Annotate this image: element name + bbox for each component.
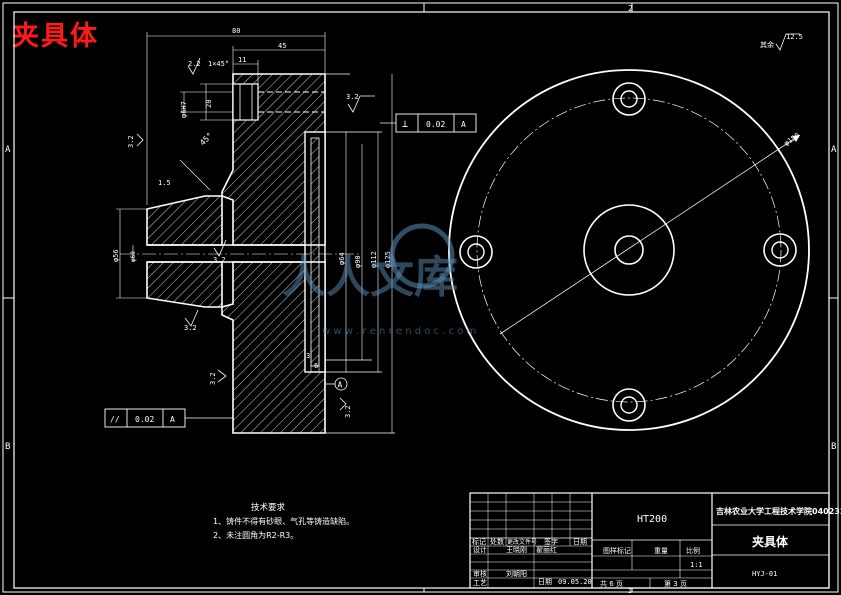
dim-2-2: 2.2 (188, 60, 201, 68)
roughness-3-2-face: 3.2 (209, 372, 217, 385)
bolt-hole-bottom-outer (612, 388, 646, 422)
title-block-sheets: 共 6 页 (600, 579, 623, 588)
gdt-datum-parallel: A (170, 415, 175, 424)
bolt-hole-bottom-inner (620, 396, 638, 414)
dim-phi64: φ64 (338, 252, 346, 265)
dim-20: 20 (205, 100, 213, 108)
bolt-hole-left-inner (467, 243, 485, 261)
title-block-rows: 标记 处数 更改文件号 签字 日期 设计 王晓刚 翟丽红 审核 刘朝阳 工艺 (472, 537, 587, 587)
gdt-perpendicularity: ⊥ 0.02 A (380, 113, 477, 133)
svg-text:日期: 日期 (573, 538, 587, 546)
roughness-12-5: 12.5 (786, 33, 803, 41)
notes-item-1: 1、铸件不得有砂眼、气孔等铸造缺陷。 (213, 517, 355, 526)
technical-notes: 技术要求 1、铸件不得有砂眼、气孔等铸造缺陷。 2、未注圆角为R2-R3。 (213, 501, 354, 543)
gdt-symbol-parallel: // (110, 415, 120, 424)
datum-a-letter: A (338, 381, 343, 390)
border-letter-a-left: A (5, 145, 11, 155)
section-dimensions (116, 32, 393, 433)
bolt-circle (476, 97, 782, 403)
roughness-rest-label: 其余 (760, 40, 774, 49)
svg-text:工艺: 工艺 (473, 579, 487, 587)
svg-text:处数: 处数 (490, 537, 504, 546)
dim-11: 11 (238, 56, 246, 64)
bolt-hole-top-outer (612, 82, 646, 116)
gdt-value-perp: 0.02 (426, 120, 445, 129)
roughness-3-2-flange: 3.2 (344, 405, 352, 418)
dim-chamfer: 1×45° (208, 60, 229, 68)
title-block-date: 09.05.20 (558, 578, 592, 586)
border-number-2-bottom: 2 (628, 588, 632, 595)
notes-item-2: 2、未注圆角为R2-R3。 (213, 531, 299, 540)
roughness-symbols (136, 33, 800, 411)
dim-phi125: φ125 (384, 251, 392, 268)
roughness-3-2-bottom: 3.2 (184, 324, 197, 332)
bolt-hole-right-inner (771, 241, 789, 259)
dim-3: 3 (306, 352, 310, 360)
hub-circle (583, 204, 675, 296)
title-block-scale-label: 比例 (686, 546, 700, 555)
dim-45: 45 (278, 42, 286, 50)
roughness-3-2-bore: 3.2 (213, 256, 226, 264)
title-block-sheet: 第 3 页 (664, 579, 687, 588)
title-block-material: HT200 (637, 514, 667, 525)
gdt-value-parallel: 0.02 (135, 415, 154, 424)
gdt-datum-perp: A (461, 120, 466, 129)
dim-angle-45: 45° (198, 131, 215, 148)
svg-text:审核: 审核 (473, 569, 487, 578)
title-block-weight-label: 重量 (654, 547, 668, 555)
title-block-scale: 1:1 (690, 561, 703, 569)
svg-text:设计: 设计 (473, 545, 487, 554)
title-block-stage-label: 图样标记 (603, 546, 631, 555)
bolt-hole-top-inner (620, 90, 638, 108)
notes-heading: 技术要求 (251, 503, 286, 513)
end-view (448, 69, 810, 431)
svg-text:翟丽红: 翟丽红 (536, 545, 557, 554)
roughness-3-2-left: 3.2 (127, 135, 135, 148)
title-block-date-label: 日期 (538, 578, 552, 586)
outer-circle (448, 69, 810, 431)
title-block-part-name: 夹具体 (752, 534, 789, 549)
roughness-3-2-top: 3.2 (346, 93, 359, 101)
svg-text:更改文件号: 更改文件号 (507, 538, 537, 546)
dim-phi90: φ90 (354, 255, 362, 268)
pin-hole (232, 83, 259, 121)
dim-80: 80 (232, 27, 240, 35)
bolt-hole-left-outer (459, 235, 493, 269)
drawing-title: 夹具体 (12, 21, 99, 52)
svg-text:刘朝阳: 刘朝阳 (506, 569, 527, 578)
section-view (120, 73, 395, 434)
svg-text:签字: 签字 (544, 537, 558, 546)
border-letter-b-left: B (5, 442, 10, 452)
gdt-symbol-perp: ⊥ (402, 119, 408, 130)
dim-phi6h7: φ6H7 (180, 101, 188, 118)
datum-a-marker: A (325, 377, 348, 391)
dim-phi56: φ56 (112, 249, 120, 262)
title-block-school: 吉林农业大学工程技术学院040232 (716, 506, 841, 516)
border-number-2: 2 (628, 4, 633, 13)
border-letter-a-right: A (831, 145, 837, 155)
dim-phi112: φ112 (370, 251, 378, 268)
dim-1-5: 1.5 (158, 179, 171, 187)
boss-upper (146, 195, 223, 246)
dim-phi60: φ60 (130, 251, 137, 262)
border-letter-b-right: B (831, 442, 836, 452)
svg-text:标记: 标记 (472, 537, 486, 546)
title-block (469, 492, 830, 589)
bolt-hole-right-outer (763, 233, 797, 267)
center-hole (614, 235, 644, 265)
svg-text:王晓刚: 王晓刚 (506, 545, 527, 554)
dim-6: 6 (314, 362, 318, 370)
boss-lower (146, 261, 223, 308)
gdt-parallelism: // 0.02 A (104, 408, 233, 428)
title-block-drawing-no: HYJ-01 (752, 570, 777, 578)
dim-phi150: φ150 (783, 132, 801, 148)
